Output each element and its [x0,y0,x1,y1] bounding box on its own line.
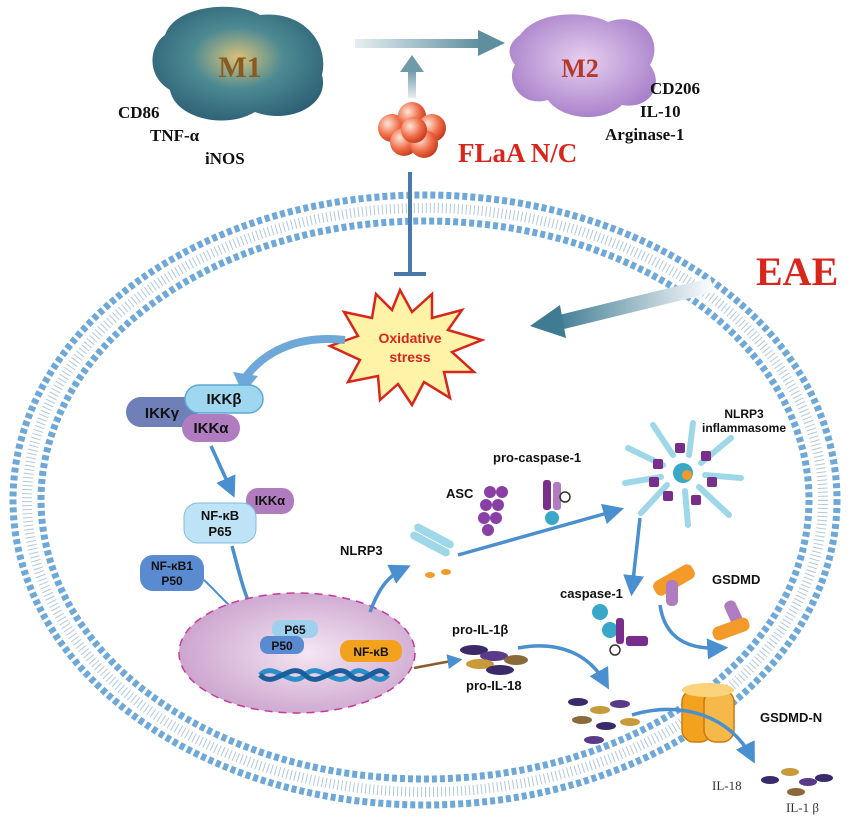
m1-label: M1 [218,51,261,84]
nlrp3-label: NLRP3 [340,543,383,558]
inflammasome-label-line1: NLRP3 [724,407,764,421]
ikk-gamma: IKKγ [145,405,180,422]
nucleus-to-cytokines-arrow [413,654,463,670]
pro-cytokines-icon [460,645,528,675]
caspase-icon [592,604,648,656]
mature-cytokines-icon [568,698,640,744]
released-cytokines-icon [761,768,833,796]
gsdmd-label: GSDMD [712,572,760,587]
m1-marker-tnf: TNF-α [150,126,200,145]
treatment-label: FLaA N/C [458,138,577,168]
nucleus-to-nlrp3-arrow [368,564,411,613]
m2-label: M2 [561,54,599,83]
pro-cytokines-to-mature-arrow [517,644,610,690]
disease-label: EAE [756,249,838,294]
nlrp3-to-inflammasome-arrow [457,503,625,557]
il1b-label: IL-1 β [786,800,819,815]
stress-to-ikk-arrow [241,335,346,381]
inflammasome-label-line2: inflammasome [702,421,786,435]
pro-caspase-icon [543,480,571,525]
stress-label-line1: Oxidative [378,330,441,346]
asc-protein-icon [478,486,508,536]
caspase-label: caspase-1 [560,586,623,601]
gsdmd-cleavage-arrow [658,604,729,660]
nucleus: P65 P50 NF-κB [178,592,416,714]
m1-to-m2-arrow [355,30,505,56]
nfkb-ikk-alpha: IKKα [255,493,285,508]
ikk-alpha: IKKα [193,420,229,437]
m1-marker-cd86: CD86 [118,103,160,122]
m2-marker-arginase: Arginase-1 [605,125,684,144]
gsdmd-n-label: GSDMD-N [760,710,822,725]
inhibition-line [394,172,426,276]
m2-marker-cd206: CD206 [650,79,700,98]
nucleus-p50: P50 [271,639,293,653]
pro-caspase-label: pro-caspase-1 [493,450,581,465]
pro-il18-label: pro-IL-18 [466,678,522,693]
promote-arrow [400,55,424,98]
inflammasome-to-caspase-arrow [623,517,645,597]
m2-marker-il10: IL-10 [640,102,681,121]
p50-label: P50 [161,574,183,588]
nfkb-label: NF-κB [201,508,239,523]
stress-label-line2: stress [389,349,430,365]
cell-membrane [9,191,841,809]
dna-helix-icon [258,668,390,682]
ikk-complex: IKKγ IKKβ IKKα [126,384,264,442]
ikk-to-nfkb-arrow [209,445,236,498]
nfkb-p65-complex: IKKα NF-κB P65 [183,488,294,544]
p65-label: P65 [208,524,231,539]
m1-marker-inos: iNOS [205,149,245,168]
il18-label: IL-18 [712,778,742,793]
nfkb1-label: NF-κB1 [151,559,193,573]
nlrp3-protein-icon [410,523,454,578]
cytokine-release-arrow [631,707,755,764]
nucleus-p65: P65 [284,623,306,637]
nucleus-nfkb: NF-κB [353,645,389,659]
pro-il1b-label: pro-IL-1β [452,622,508,637]
m2-macrophage: M2 [509,14,656,118]
asc-label: ASC [446,486,474,501]
nfkb1-p50-complex: NF-κB1 P50 [140,555,204,591]
gsdmd-fragments-icon [712,600,750,641]
m1-macrophage: M1 [152,6,324,121]
nanoparticle-cluster-icon [378,102,446,158]
oxidative-stress-burst: Oxidative stress [326,287,486,408]
gsdmd-protein-icon [653,564,695,606]
ikk-beta: IKKβ [207,391,242,408]
eae-arrow [530,278,715,338]
inflammasome-complex-icon [622,420,744,528]
